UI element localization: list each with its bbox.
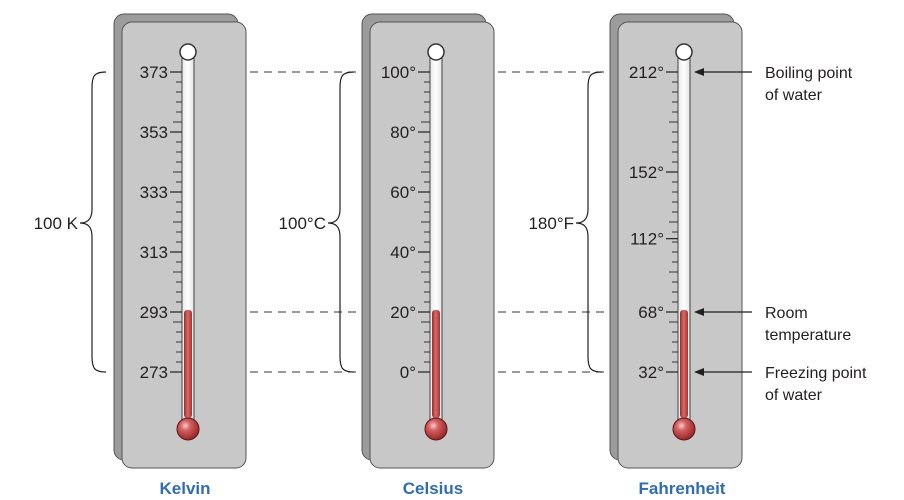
annotation-text: of water <box>765 87 823 104</box>
celsius-tick-label: 0° <box>400 363 416 382</box>
celsius-tick-label: 40° <box>390 243 416 262</box>
fahrenheit-bulb <box>672 417 696 441</box>
annotation-text: temperature <box>765 327 851 344</box>
celsius-tick-label: 80° <box>390 123 416 142</box>
celsius-range-label: 100°C <box>279 214 326 233</box>
celsius-mercury-column <box>432 310 440 418</box>
celsius-bulb <box>424 417 448 441</box>
kelvin-tick-label: 373 <box>140 63 168 82</box>
fahrenheit-range-label: 180°F <box>528 214 574 233</box>
annotation-text: of water <box>765 387 823 404</box>
annotation-text: Boiling point <box>765 65 853 82</box>
annotation-arrowhead <box>694 368 704 376</box>
fahrenheit-tick-label: 32° <box>638 363 664 382</box>
kelvin-range-label: 100 K <box>34 214 79 233</box>
fahrenheit-range-brace <box>575 71 603 373</box>
celsius-tick-label: 60° <box>390 183 416 202</box>
kelvin-tick-label: 273 <box>140 363 168 382</box>
fahrenheit-tick-label: 68° <box>638 303 664 322</box>
annotation-text: Room <box>765 305 808 322</box>
annotation-text: Freezing point <box>765 365 867 382</box>
kelvin-bulb <box>176 417 200 441</box>
celsius-title: Celsius <box>403 479 463 498</box>
celsius-thermometer: 100° 80° 60° 40° 20° 0° <box>361 13 495 469</box>
kelvin-tick-label: 313 <box>140 243 168 262</box>
range-braces: 100 K 100°C 180°F <box>34 71 603 373</box>
celsius-tick-label: 100° <box>381 63 416 82</box>
fahrenheit-title: Fahrenheit <box>639 479 726 498</box>
annotation-arrowhead <box>694 308 704 316</box>
fahrenheit-thermometer: 212° 152° 112° 68° 32° <box>609 13 743 469</box>
kelvin-tick-label: 293 <box>140 303 168 322</box>
kelvin-tick-label: 333 <box>140 183 168 202</box>
celsius-tube-top <box>427 43 445 61</box>
kelvin-range-brace <box>79 71 107 373</box>
fahrenheit-tick-label: 112° <box>630 230 664 249</box>
kelvin-tube-top <box>179 43 197 61</box>
kelvin-mercury-column <box>184 310 192 418</box>
fahrenheit-mercury-column <box>680 310 688 418</box>
celsius-tick-label: 20° <box>390 303 416 322</box>
kelvin-thermometer: 373 353 333 313 293 273 <box>113 13 247 469</box>
kelvin-title: Kelvin <box>159 479 210 498</box>
fahrenheit-tube-top <box>675 43 693 61</box>
annotation-arrowhead <box>694 68 704 76</box>
kelvin-tick-label: 353 <box>140 123 168 142</box>
fahrenheit-tick-label: 212° <box>629 63 664 82</box>
celsius-range-brace <box>327 71 355 373</box>
fahrenheit-tick-label: 152° <box>629 163 664 182</box>
